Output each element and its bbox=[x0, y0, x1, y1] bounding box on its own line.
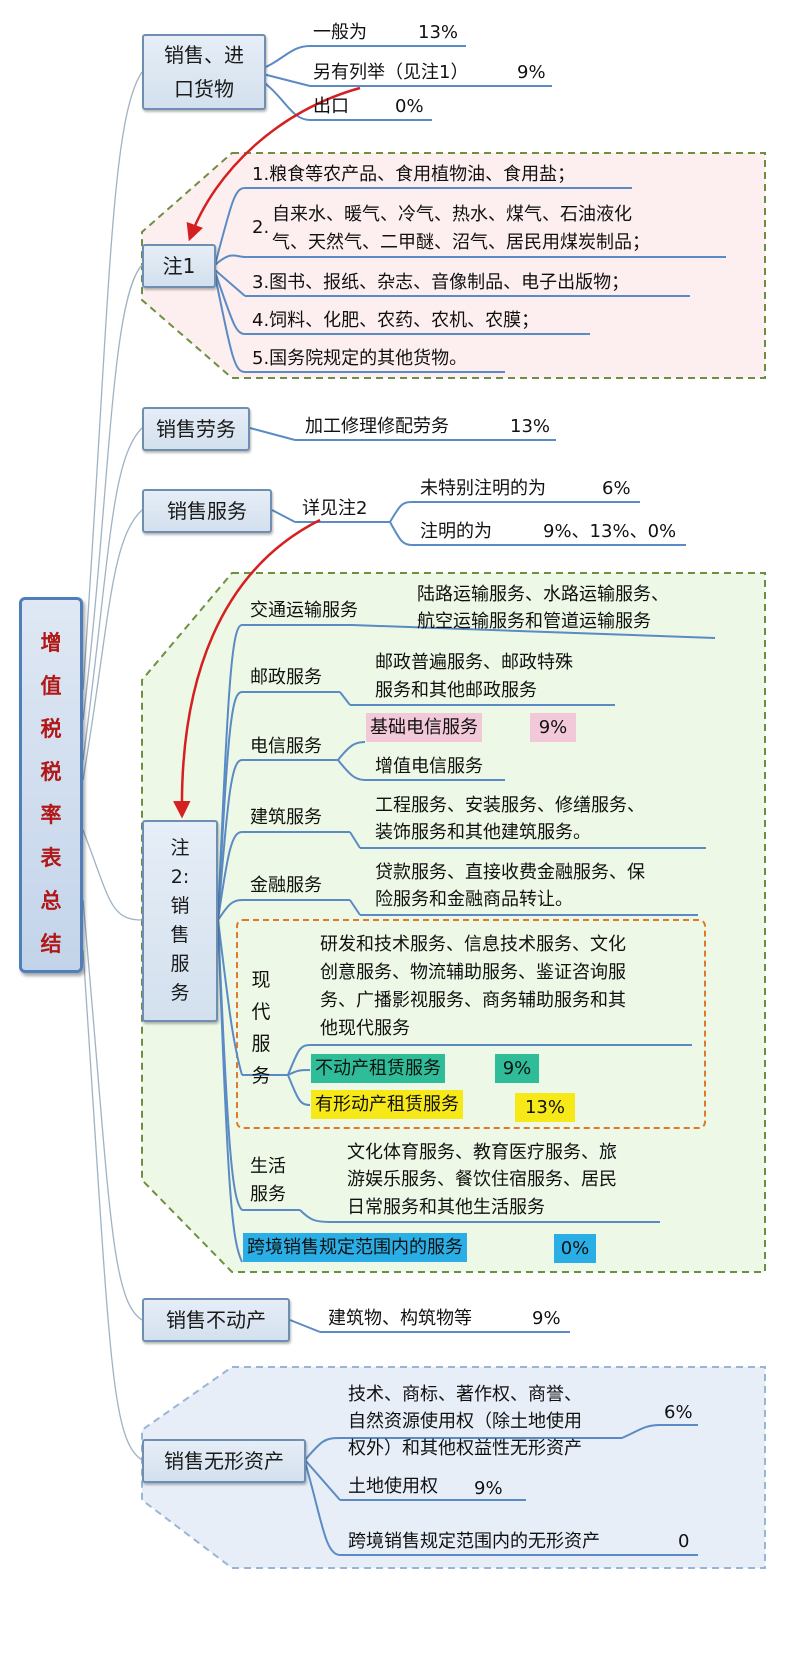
goods-general-rate: 13% bbox=[418, 22, 459, 43]
node-note2-label: 注2:销售服务 bbox=[170, 837, 190, 1004]
telecom-value-added: 增值电信服务 bbox=[375, 756, 483, 777]
goods-general: 一般为 bbox=[313, 22, 367, 43]
node-labor[interactable]: 销售劳务 bbox=[142, 407, 250, 451]
construction-label: 建筑服务 bbox=[250, 807, 322, 828]
node-services[interactable]: 销售服务 bbox=[142, 489, 272, 533]
realestate-item: 建筑物、构筑物等 bbox=[328, 1308, 472, 1329]
services-specified: 注明的为 bbox=[420, 521, 492, 542]
note1-item-1: 1.粮食等农产品、食用植物油、食用盐； bbox=[252, 164, 576, 185]
life-line3: 日常服务和其他生活服务 bbox=[347, 1197, 545, 1218]
life-label-1: 生活 bbox=[250, 1156, 286, 1177]
telecom-basic: 基础电信服务 bbox=[366, 713, 482, 742]
node-labor-label: 销售劳务 bbox=[156, 417, 236, 441]
crossborder-services: 跨境销售规定范围内的服务 bbox=[243, 1233, 467, 1262]
construction-line2: 装饰服务和其他建筑服务。 bbox=[375, 822, 591, 843]
node-goods-label: 销售、进口货物 bbox=[164, 43, 244, 101]
postal-line1: 邮政普遍服务、邮政特殊 bbox=[375, 652, 573, 673]
node-realestate[interactable]: 销售不动产 bbox=[142, 1298, 290, 1342]
node-intangible-label: 销售无形资产 bbox=[164, 1449, 284, 1473]
construction-line1: 工程服务、安装服务、修缮服务、 bbox=[375, 795, 645, 816]
modern-line3: 务、广播影视服务、商务辅助服务和其 bbox=[320, 990, 626, 1011]
transport-label: 交通运输服务 bbox=[250, 600, 358, 621]
services-unspecified-rate: 6% bbox=[602, 478, 631, 499]
root-node[interactable]: 增值税税率表总结 bbox=[19, 597, 83, 973]
telecom-basic-rate: 9% bbox=[530, 713, 576, 742]
node-intangible[interactable]: 销售无形资产 bbox=[142, 1439, 306, 1483]
finance-line2: 险服务和金融商品转让。 bbox=[375, 889, 573, 910]
node-note2[interactable]: 注2:销售服务 bbox=[142, 820, 218, 1022]
intangible-crossborder: 跨境销售规定范围内的无形资产 bbox=[348, 1531, 600, 1552]
node-note1[interactable]: 注1 bbox=[142, 244, 216, 288]
modern-tangible-lease-rate: 13% bbox=[515, 1093, 575, 1122]
telecom-label: 电信服务 bbox=[250, 736, 322, 757]
finance-label: 金融服务 bbox=[250, 875, 322, 896]
realestate-rate: 9% bbox=[532, 1308, 561, 1329]
intangible-crossborder-rate: 0 bbox=[678, 1531, 690, 1552]
modern-tangible-lease: 有形动产租赁服务 bbox=[311, 1090, 463, 1119]
intangible-line2: 自然资源使用权（除土地使用 bbox=[348, 1411, 582, 1432]
transport-line2: 航空运输服务和管道运输服务 bbox=[417, 611, 651, 632]
postal-line2: 服务和其他邮政服务 bbox=[375, 680, 537, 701]
modern-label: 现代服务 bbox=[251, 969, 271, 1087]
intangible-land: 土地使用权 bbox=[348, 1476, 438, 1497]
note1-item-2-line1: 自来水、暖气、冷气、热水、煤气、石油液化 bbox=[272, 204, 632, 225]
finance-line1: 贷款服务、直接收费金融服务、保 bbox=[375, 862, 645, 883]
arrow-to-note1 bbox=[186, 86, 361, 242]
node-realestate-label: 销售不动产 bbox=[166, 1308, 266, 1332]
services-see: 详见注2 bbox=[302, 498, 368, 519]
note1-item-5: 5.国务院规定的其他货物。 bbox=[252, 348, 468, 369]
labor-item: 加工修理修配劳务 bbox=[305, 416, 449, 437]
arrow-to-note2 bbox=[173, 518, 321, 819]
intangible-rate1: 6% bbox=[664, 1402, 693, 1423]
life-line1: 文化体育服务、教育医疗服务、旅 bbox=[347, 1142, 617, 1163]
node-services-label: 销售服务 bbox=[167, 499, 247, 523]
life-line2: 游娱乐服务、餐饮住宿服务、居民 bbox=[347, 1169, 617, 1190]
services-unspecified: 未特别注明的为 bbox=[420, 478, 546, 499]
note1-item-2-line2: 气、天然气、二甲醚、沼气、居民用煤炭制品； bbox=[272, 232, 650, 253]
transport-line1: 陆路运输服务、水路运输服务、 bbox=[417, 584, 669, 605]
intangible-region bbox=[141, 1366, 766, 1569]
crossborder-services-rate: 0% bbox=[554, 1234, 596, 1263]
node-note1-label: 注1 bbox=[162, 254, 196, 278]
labor-rate: 13% bbox=[510, 416, 551, 437]
intangible-line1: 技术、商标、著作权、商誉、 bbox=[348, 1384, 582, 1405]
modern-line4: 他现代服务 bbox=[320, 1018, 410, 1039]
services-specified-rate: 9%、13%、0% bbox=[543, 521, 677, 542]
note1-item-3: 3.图书、报纸、杂志、音像制品、电子出版物； bbox=[252, 272, 630, 293]
note1-item-2-num: 2. bbox=[252, 217, 270, 238]
note1-item-4: 4.饲料、化肥、农药、农机、农膜； bbox=[252, 310, 540, 331]
intangible-line3: 权外）和其他权益性无形资产 bbox=[348, 1438, 582, 1459]
goods-export-rate: 0% bbox=[395, 96, 424, 117]
modern-line1: 研发和技术服务、信息技术服务、文化 bbox=[320, 934, 626, 955]
goods-listed-rate: 9% bbox=[517, 62, 546, 83]
life-label-2: 服务 bbox=[250, 1184, 286, 1205]
modern-realestate-lease: 不动产租赁服务 bbox=[311, 1054, 445, 1083]
intangible-land-rate: 9% bbox=[474, 1478, 503, 1499]
goods-export: 出口 bbox=[313, 96, 349, 117]
goods-listed: 另有列举（见注1） bbox=[313, 62, 469, 83]
note1-region bbox=[141, 152, 766, 379]
node-goods[interactable]: 销售、进口货物 bbox=[142, 34, 266, 110]
modern-realestate-lease-rate: 9% bbox=[495, 1054, 539, 1083]
modern-line2: 创意服务、物流辅助服务、鉴证咨询服 bbox=[320, 962, 626, 983]
postal-label: 邮政服务 bbox=[250, 667, 322, 688]
